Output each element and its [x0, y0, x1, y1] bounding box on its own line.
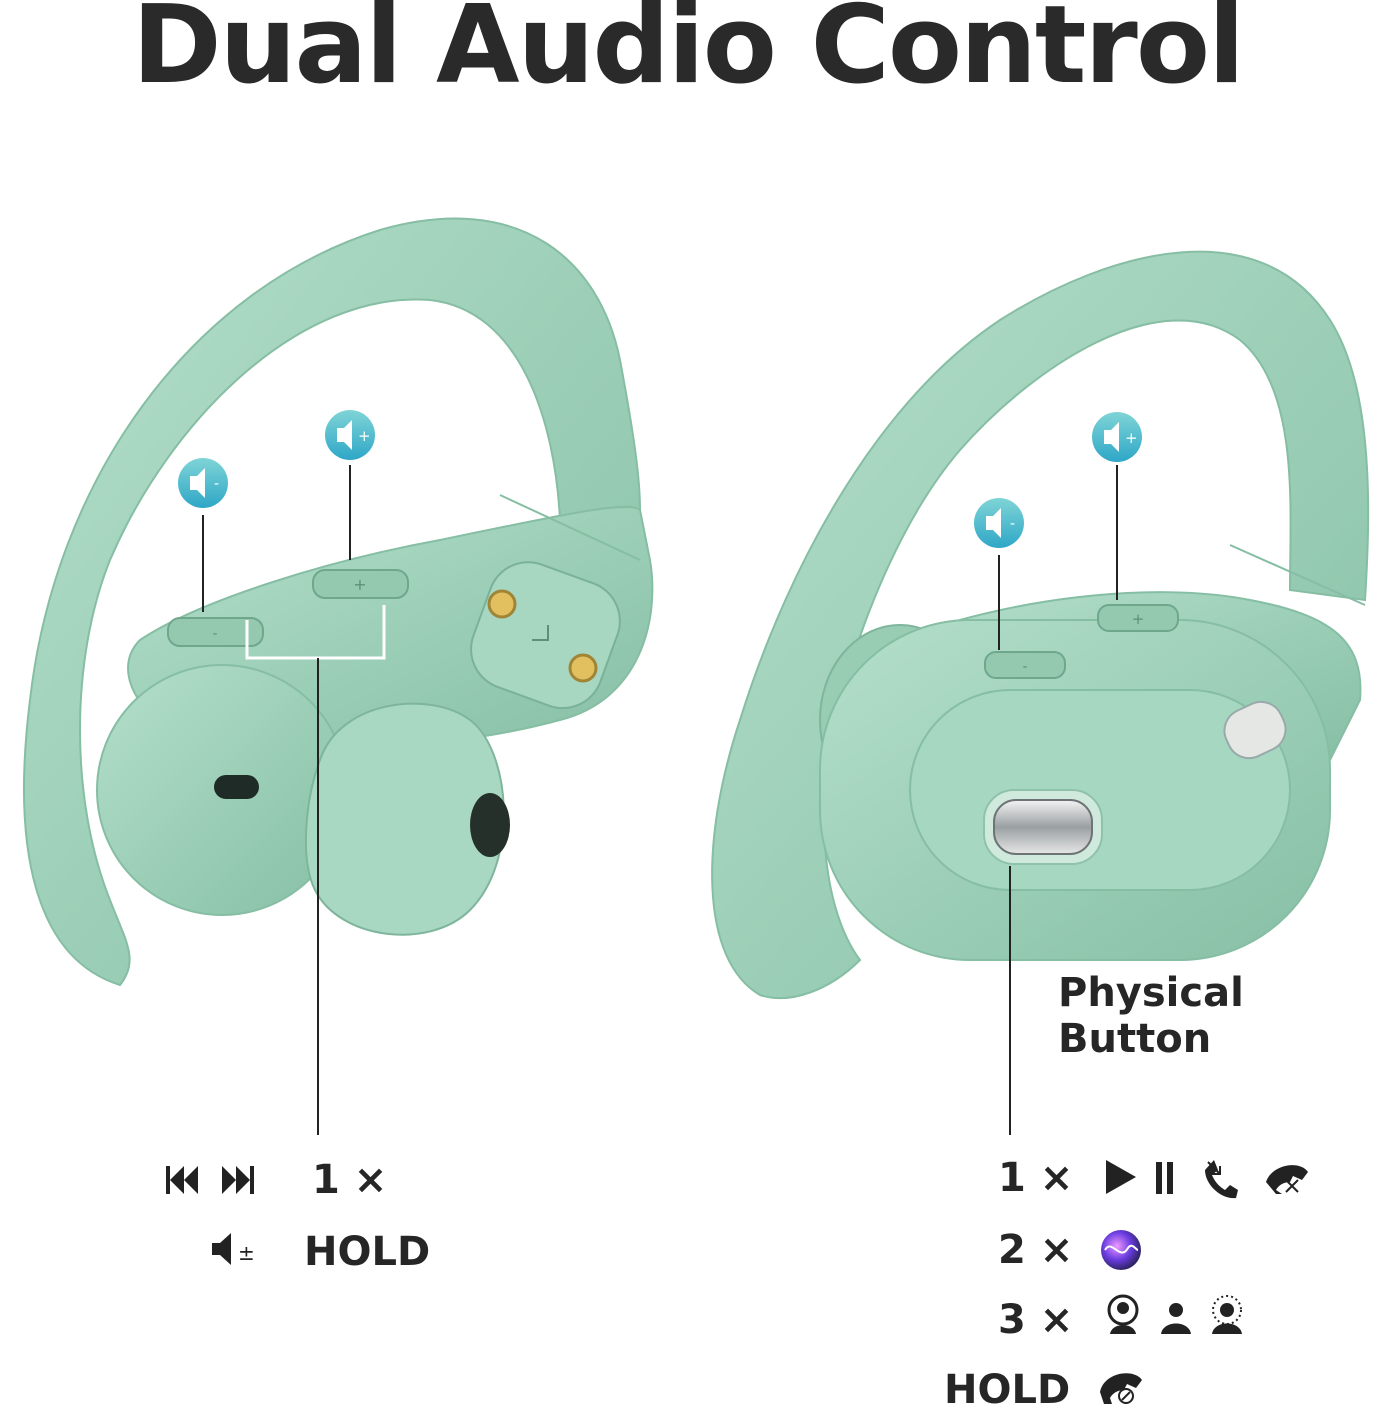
- left-trigger-single-tap: 1 ×: [312, 1157, 388, 1203]
- charging-pin-1: [487, 589, 517, 619]
- svg-text:-: -: [1022, 659, 1027, 675]
- svg-text:-: -: [212, 626, 217, 642]
- pause-icon: [1156, 1162, 1173, 1194]
- left-trigger-hold: HOLD: [304, 1229, 431, 1275]
- svg-text:+: +: [1132, 610, 1145, 628]
- right-trigger-single-tap: 1 ×: [998, 1155, 1074, 1201]
- svg-text:+: +: [1125, 429, 1138, 447]
- charging-pin-2: [568, 653, 598, 683]
- right-trigger-double-tap: 2 ×: [998, 1227, 1074, 1273]
- svg-text:+: +: [358, 427, 371, 445]
- physical-button-label-line1: Physical: [1058, 970, 1244, 1016]
- svg-text:-: -: [214, 476, 219, 492]
- next-track-icon: [222, 1166, 254, 1194]
- right-volume-up-button: [1097, 604, 1179, 632]
- transparency-icon: [1212, 1295, 1242, 1334]
- mic-grille: [1223, 700, 1287, 760]
- right-volume-down-callout: -: [974, 498, 1024, 548]
- volume-down-icon: -: [178, 458, 228, 508]
- volume-up-icon: +: [325, 410, 375, 460]
- voice-assistant-icon: [1101, 1230, 1141, 1270]
- right-earbud: - +: [711, 250, 1370, 1000]
- left-ear-hook: [23, 217, 642, 987]
- left-ear-tip: [304, 702, 505, 936]
- left-volume-up-button: [312, 569, 409, 599]
- right-callouts: [998, 465, 1118, 1135]
- svg-text:±: ±: [238, 1241, 255, 1265]
- left-volume-down-button: [167, 617, 264, 647]
- right-trigger-triple-tap: 3 ×: [998, 1297, 1074, 1343]
- right-trigger-hold: HOLD: [944, 1367, 1071, 1413]
- normal-mode-icon: [1161, 1303, 1191, 1334]
- left-callouts: [202, 465, 386, 1135]
- end-call-icon: [1100, 1373, 1142, 1404]
- mic-slot: [214, 775, 259, 799]
- physical-button-label-line2: Button: [1058, 1016, 1212, 1062]
- previous-track-icon: [166, 1166, 198, 1194]
- left-earbud: - +: [23, 217, 654, 987]
- svg-text:+: +: [353, 575, 366, 594]
- noise-cancel-icon: [1107, 1294, 1139, 1334]
- reject-call-icon: [1266, 1165, 1308, 1194]
- right-volume-up-callout: +: [1092, 412, 1142, 462]
- svg-text:-: -: [1010, 516, 1015, 532]
- page-title: Dual Audio Control: [131, 0, 1245, 108]
- answer-call-icon: [1205, 1160, 1238, 1199]
- right-volume-down-button: [984, 651, 1066, 679]
- play-icon: [1106, 1160, 1136, 1194]
- physical-button-label: Physical Button: [1058, 970, 1244, 1062]
- volume-plus-minus-icon: ±: [212, 1233, 255, 1265]
